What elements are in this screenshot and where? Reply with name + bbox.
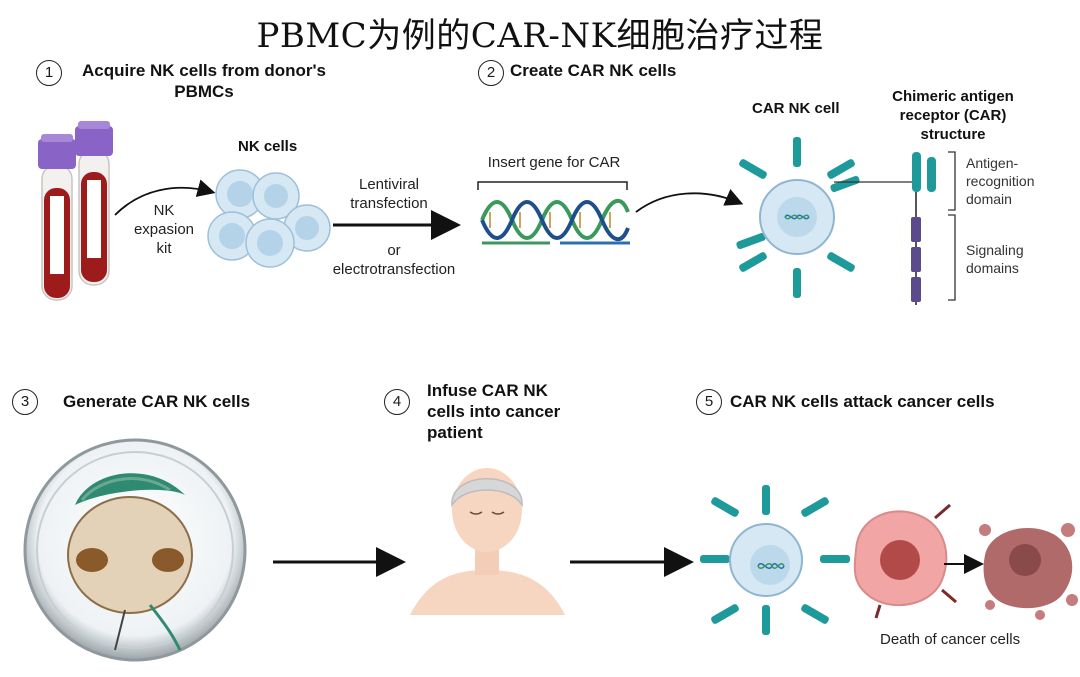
step-1-title: Acquire NK cells from donor's PBMCs bbox=[69, 60, 339, 102]
car-structure-label: Chimeric antigen receptor (CAR) structur… bbox=[878, 87, 1028, 144]
kit-arrow bbox=[114, 179, 216, 216]
step-4-number: 4 bbox=[384, 389, 410, 415]
electro-label: electrotransfection bbox=[332, 261, 456, 278]
patient-figure bbox=[410, 468, 565, 615]
death-label: Death of cancer cells bbox=[880, 631, 1021, 648]
step-5-number: 5 bbox=[696, 389, 722, 415]
nk-cells-label: NK cells bbox=[238, 138, 298, 155]
step-4-title-line2: cells into cancer bbox=[427, 402, 561, 421]
nk-cells-cluster bbox=[207, 169, 331, 268]
car-structure-line2: receptor (CAR) bbox=[899, 107, 1007, 124]
cancer-cell bbox=[853, 503, 957, 619]
lentiviral-label: Lentiviral transfection bbox=[330, 175, 448, 213]
lentiviral-line2: transfection bbox=[350, 195, 428, 212]
gene-to-cell-arrow bbox=[635, 189, 744, 213]
nk-kit-line2: expasion bbox=[133, 221, 195, 238]
signaling-domains-label: Signaling domains bbox=[966, 241, 1024, 277]
dying-cancer-cell bbox=[979, 523, 1078, 620]
step-2-title: Create CAR NK cells bbox=[510, 61, 677, 80]
insert-gene-label: Insert gene for CAR bbox=[487, 154, 621, 171]
car-nk-attacker bbox=[700, 485, 850, 635]
step-4-title-line3: patient bbox=[427, 423, 483, 442]
step-1-title-line1: Acquire NK cells from donor's bbox=[82, 61, 326, 80]
culture-dish bbox=[23, 438, 247, 662]
diagram-title: PBMC为例的CAR-NK细胞治疗过程 bbox=[256, 16, 824, 56]
step-4-title-line1: Infuse CAR NK bbox=[427, 381, 548, 400]
step-4-title: Infuse CAR NK cells into cancer patient bbox=[427, 380, 560, 443]
step-3-number: 3 bbox=[12, 389, 38, 415]
nk-kit-line3: kit bbox=[156, 240, 172, 257]
antigen-line1: Antigen- bbox=[966, 155, 1019, 171]
blood-tubes bbox=[38, 121, 113, 301]
car-nk-cell-label: CAR NK cell bbox=[752, 100, 840, 117]
car-structure bbox=[911, 151, 956, 305]
lentiviral-line1: Lentiviral bbox=[358, 176, 420, 193]
car-structure-line1: Chimeric antigen bbox=[892, 88, 1014, 105]
nk-kit-label: NK expasion kit bbox=[122, 201, 206, 258]
gene-bracket bbox=[477, 181, 628, 190]
step-5-title: CAR NK cells attack cancer cells bbox=[730, 392, 995, 411]
signaling-line1: Signaling bbox=[966, 242, 1024, 258]
step-2-number: 2 bbox=[478, 60, 504, 86]
car-structure-line3: structure bbox=[920, 126, 986, 143]
signaling-line2: domains bbox=[966, 260, 1019, 276]
antigen-domain-label: Antigen- recognition domain bbox=[966, 154, 1035, 208]
antigen-line2: recognition bbox=[966, 173, 1035, 189]
dna-helix bbox=[480, 199, 630, 245]
step-1-title-line2: PBMCs bbox=[174, 82, 234, 101]
nk-kit-line1: NK bbox=[153, 202, 175, 219]
step-3-title: Generate CAR NK cells bbox=[63, 392, 251, 411]
or-label: or bbox=[387, 242, 401, 259]
car-nk-cell-diagram bbox=[736, 137, 912, 298]
antigen-line3: domain bbox=[966, 191, 1012, 207]
step-1-number: 1 bbox=[36, 60, 62, 86]
